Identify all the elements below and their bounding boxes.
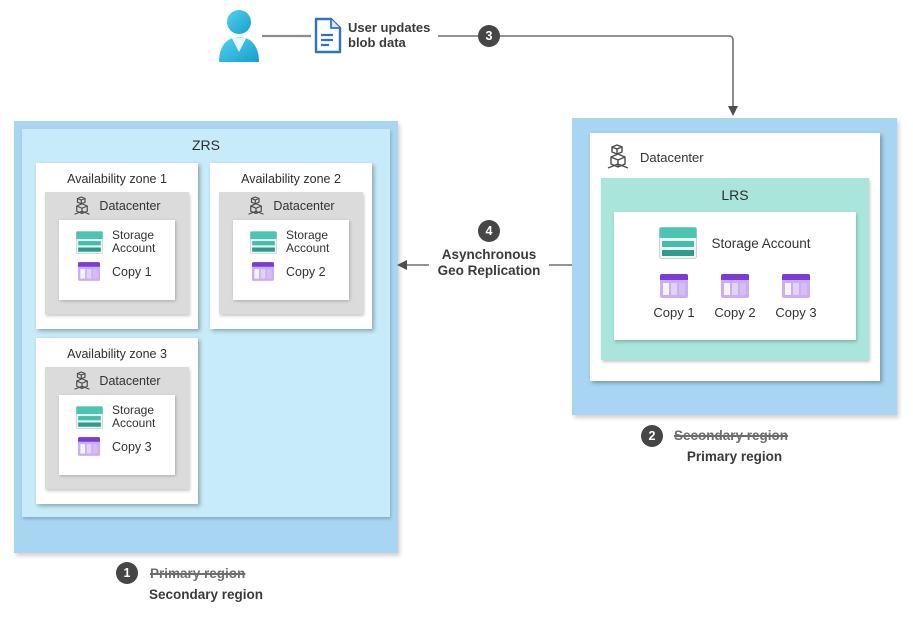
lrs-panel: LRS Storage Account bbox=[601, 178, 869, 360]
zone-datacenter-panel: Datacenter bbox=[219, 192, 363, 314]
datacenter-header: Datacenter bbox=[219, 192, 363, 220]
copy-label: Copy 1 bbox=[653, 305, 695, 320]
step-badge-3: 3 bbox=[478, 25, 500, 47]
zone-inner-box: Storage Account bbox=[59, 220, 175, 300]
zone-title: Availability zone 1 bbox=[67, 172, 167, 186]
storage-account-label: Storage Account bbox=[112, 403, 156, 430]
storage-account-row: Storage Account bbox=[233, 229, 349, 255]
current-region-label: Primary region bbox=[686, 449, 783, 464]
document-icon bbox=[313, 17, 343, 55]
copy-label: Copy 1 bbox=[112, 264, 152, 279]
copy-row: Copy 1 bbox=[59, 262, 175, 281]
step-badge-1: 1 bbox=[116, 562, 138, 584]
zone-card-3: Availability zone 3 Datacenter bbox=[36, 338, 198, 504]
copy-label: Copy 3 bbox=[112, 439, 152, 454]
primary-datacenter-panel: Datacenter LRS Storage bbox=[590, 133, 880, 381]
datacenter-icon bbox=[73, 196, 91, 216]
copy-icon bbox=[660, 274, 688, 298]
copy-item: Copy 1 bbox=[652, 274, 696, 320]
previous-region-label: Secondary region bbox=[674, 428, 789, 443]
user-action-label: User updates blob data bbox=[348, 20, 431, 50]
datacenter-icon bbox=[247, 196, 265, 216]
previous-region-label: Primary region bbox=[150, 566, 246, 581]
datacenter-icon bbox=[73, 371, 91, 391]
step-badge-2: 2 bbox=[641, 425, 663, 447]
storage-account-label: Storage Account bbox=[711, 235, 811, 251]
current-region-label: Secondary region bbox=[148, 587, 264, 602]
datacenter-header: Datacenter bbox=[45, 367, 189, 395]
storage-account-icon bbox=[75, 405, 103, 429]
copies-row: Copy 1 bbox=[614, 274, 856, 320]
datacenter-label: Datacenter bbox=[99, 374, 161, 388]
zone-title: Availability zone 3 bbox=[67, 347, 167, 361]
copy-item: Copy 2 bbox=[713, 274, 757, 320]
copy-icon bbox=[782, 274, 810, 298]
zone-title: Availability zone 2 bbox=[241, 172, 341, 186]
zone-inner-box: Storage Account bbox=[59, 395, 175, 475]
arrowhead-down-icon bbox=[728, 106, 738, 116]
copy-label: Copy 2 bbox=[714, 305, 756, 320]
step-badge-4: 4 bbox=[478, 220, 500, 242]
storage-account-label: Storage Account bbox=[286, 228, 330, 255]
lrs-inner-box: Storage Account bbox=[614, 212, 856, 340]
storage-account-icon bbox=[75, 230, 103, 254]
datacenter-label: Datacenter bbox=[640, 149, 704, 165]
storage-account-icon bbox=[249, 230, 277, 254]
document-to-primary-line bbox=[438, 35, 734, 107]
zrs-title: ZRS bbox=[192, 137, 220, 153]
copy-icon bbox=[249, 262, 277, 281]
datacenter-label: Datacenter bbox=[273, 199, 335, 213]
storage-account-row: Storage Account bbox=[614, 227, 856, 259]
copy-icon bbox=[75, 437, 103, 456]
user-icon bbox=[216, 9, 262, 62]
arrowhead-left-icon bbox=[397, 260, 407, 270]
storage-account-row: Storage Account bbox=[59, 229, 175, 255]
zone-card-2: Availability zone 2 Datacenter bbox=[210, 163, 372, 329]
datacenter-header: Datacenter bbox=[590, 133, 880, 170]
zone-card-1: Availability zone 1 Datacenter bbox=[36, 163, 198, 329]
datacenter-icon bbox=[606, 144, 630, 170]
replication-label: Asynchronous Geo Replication bbox=[429, 247, 549, 279]
copy-icon bbox=[721, 274, 749, 298]
copy-row: Copy 2 bbox=[233, 262, 349, 281]
copy-row: Copy 3 bbox=[59, 437, 175, 456]
zone-datacenter-panel: Datacenter bbox=[45, 192, 189, 314]
datacenter-label: Datacenter bbox=[99, 199, 161, 213]
copy-label: Copy 3 bbox=[775, 305, 817, 320]
copy-icon bbox=[75, 262, 103, 281]
zrs-panel: ZRS Availability zone 1 Datacenter bbox=[22, 129, 390, 517]
datacenter-header: Datacenter bbox=[45, 192, 189, 220]
storage-account-icon bbox=[659, 227, 698, 259]
copy-label: Copy 2 bbox=[286, 264, 326, 279]
copy-item: Copy 3 bbox=[774, 274, 818, 320]
storage-account-row: Storage Account bbox=[59, 404, 175, 430]
primary-region-box: Datacenter LRS Storage bbox=[572, 118, 897, 415]
storage-account-label: Storage Account bbox=[112, 228, 156, 255]
zone-inner-box: Storage Account bbox=[233, 220, 349, 300]
zone-datacenter-panel: Datacenter bbox=[45, 367, 189, 489]
lrs-title: LRS bbox=[721, 187, 749, 203]
secondary-region-box: ZRS Availability zone 1 Datacenter bbox=[14, 121, 398, 553]
